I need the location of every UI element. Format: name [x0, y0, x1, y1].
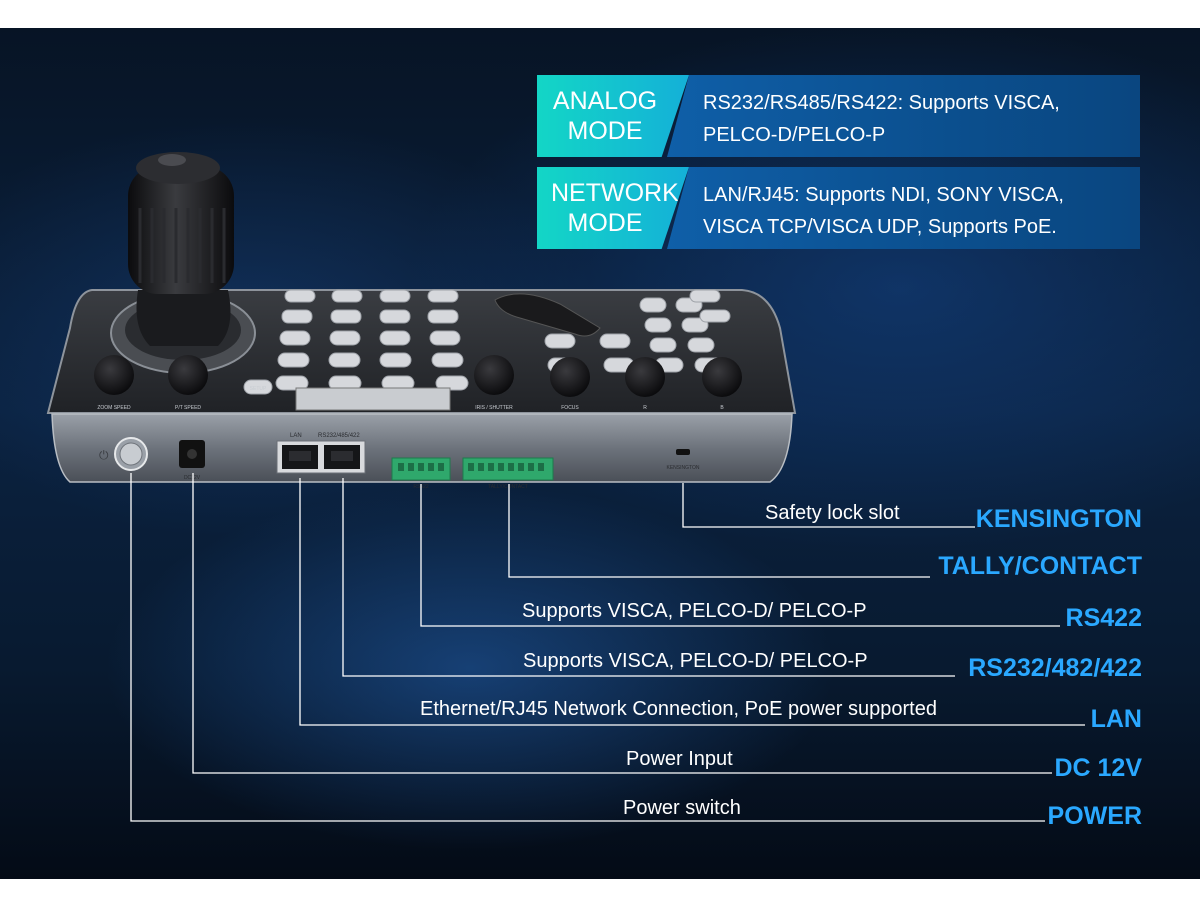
setup-button-label: SETUP: [250, 386, 267, 392]
device-and-callout-lines: ZOOM SPEED P/T SPEED IRIS / SHUTTER FOCU…: [46, 152, 1085, 822]
kensington-port-title: KENSINGTON: [975, 505, 1142, 533]
tally-port-label: TALLY/CONTACT: [488, 484, 528, 490]
knob-label-iris: IRIS / SHUTTER: [475, 405, 513, 411]
power-port-title: POWER: [1047, 802, 1142, 830]
callout-lines: [130, 473, 1085, 822]
kensington-description: Safety lock slot: [765, 502, 900, 524]
serial-description: Supports VISCA, PELCO-D/ PELCO-P: [523, 650, 868, 672]
lan-port-label: LAN: [290, 433, 302, 439]
lan-port-title: LAN: [1090, 705, 1142, 733]
serial-port-title: RS232/482/422: [968, 654, 1142, 682]
rs422-description: Supports VISCA, PELCO-D/ PELCO-P: [522, 600, 867, 622]
zoom-rocker: [494, 293, 601, 337]
dc-port-title: DC 12V: [1054, 754, 1142, 782]
lcd-display: [295, 387, 451, 411]
dc-line: [192, 473, 1052, 774]
product-stage: ANALOG MODE RS232/RS485/RS422: Supports …: [0, 28, 1200, 879]
controller-top-panel: ZOOM SPEED P/T SPEED IRIS / SHUTTER FOCU…: [46, 152, 797, 414]
dc-description: Power Input: [626, 748, 733, 770]
network-mode-tag: NETWORK MODE: [537, 167, 689, 249]
knob-label-focus: FOCUS: [561, 405, 579, 411]
lan-line: [299, 478, 1085, 726]
kensington-slot: [676, 449, 690, 455]
knob-label-r: R: [643, 405, 647, 411]
power-description: Power switch: [623, 797, 741, 819]
knobs: [94, 355, 742, 397]
knob-label-pt-speed: P/T SPEED: [175, 405, 201, 411]
tally-port-title: TALLY/CONTACT: [938, 552, 1142, 580]
lan-description: Ethernet/RJ45 Network Connection, PoE po…: [420, 698, 937, 720]
analog-mode-description: RS232/RS485/RS422: Supports VISCA, PELCO…: [667, 75, 1140, 157]
analog-mode-tag: ANALOG MODE: [537, 75, 689, 157]
dc-port-label: DC12V: [184, 475, 201, 481]
serial-port-label: RS232/485/422: [318, 433, 360, 439]
kensington-line: [682, 483, 975, 528]
network-mode-description: LAN/RJ45: Supports NDI, SONY VISCA, VISC…: [667, 167, 1140, 249]
keypad-buttons: [243, 289, 731, 395]
power-line: [130, 473, 1045, 822]
serial-line: [342, 478, 955, 677]
analog-mode-tag-text: ANALOG MODE: [552, 87, 658, 145]
rs422-line: [420, 484, 1060, 627]
tally-line: [508, 484, 930, 578]
kensington-port-label: KENSINGTON: [667, 465, 700, 471]
network-mode-panel: NETWORK MODE LAN/RJ45: Supports NDI, SON…: [537, 167, 1140, 249]
analog-mode-panel: ANALOG MODE RS232/RS485/RS422: Supports …: [537, 75, 1140, 157]
power-symbol-icon: ⏻: [99, 448, 109, 462]
controller-rear-panel: ⏻ DC12V LAN RS232/485/422: [51, 413, 793, 490]
knob-label-b: B: [720, 405, 724, 411]
joystick-handle: [128, 166, 234, 294]
network-mode-tag-text: NETWORK MODE: [551, 179, 679, 237]
rs422-port-title: RS422: [1065, 604, 1142, 632]
knob-label-zoom-speed: ZOOM SPEED: [97, 405, 131, 411]
